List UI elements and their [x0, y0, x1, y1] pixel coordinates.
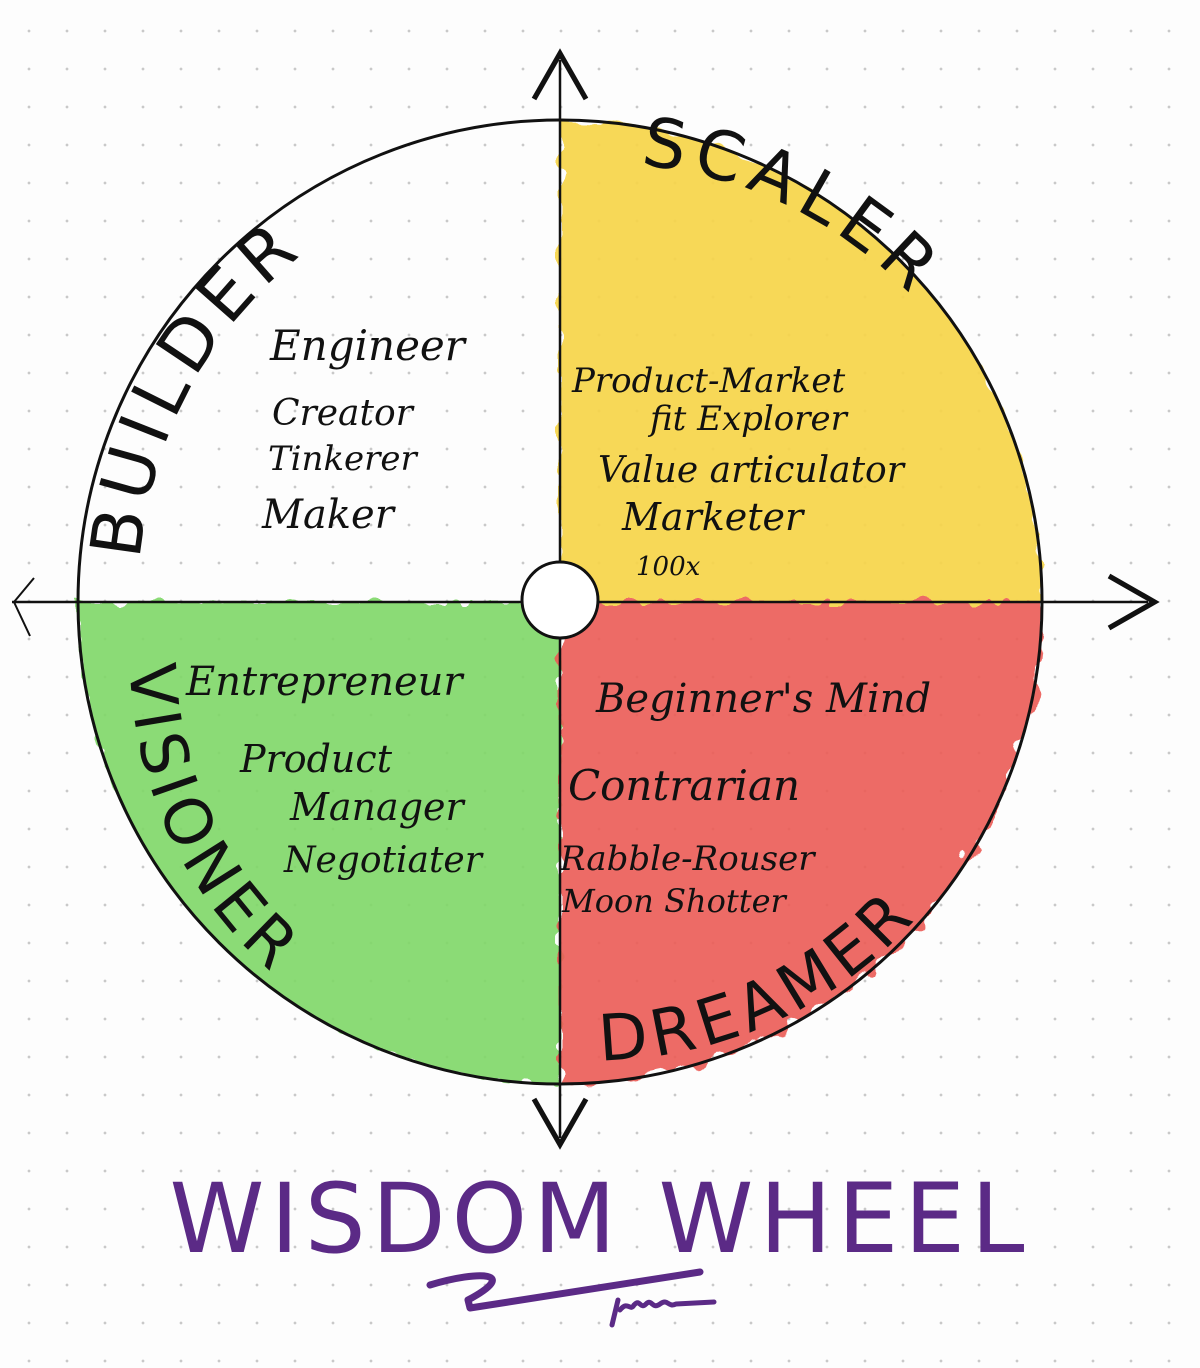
left-arrow-tip	[12, 577, 35, 637]
dreamer-quadrant	[560, 602, 1042, 1084]
role-creator: Creator	[272, 393, 415, 434]
signature-mark	[426, 1268, 717, 1328]
role-value-articulator: Value articulator	[598, 450, 906, 491]
role-marketer: Marketer	[621, 495, 806, 539]
scaler-quadrant	[560, 120, 1042, 602]
role-100x: 100x	[636, 552, 701, 582]
role-engineer: Engineer	[269, 321, 468, 370]
role-fit-explorer: fit Explorer	[647, 399, 849, 439]
role-entrepreneur: Entrepreneur	[185, 659, 465, 705]
dreamer-roles: Beginner's Mind Contrarian Rabble-Rouser…	[559, 676, 931, 920]
quadrant-fills	[78, 120, 1042, 1084]
role-product-market: Product-Market	[571, 361, 846, 401]
role-maker: Maker	[261, 492, 397, 538]
scaler-roles: Product-Market fit Explorer Value articu…	[571, 361, 906, 582]
visioner-roles: Entrepreneur Product Manager Negotiater	[185, 659, 484, 881]
role-contrarian: Contrarian	[568, 761, 800, 810]
role-moon-shotter: Moon Shotter	[561, 882, 788, 920]
role-rabble-rouser: Rabble-Rouser	[559, 839, 816, 879]
role-beginners-mind: Beginner's Mind	[595, 676, 931, 722]
role-tinkerer: Tinkerer	[268, 439, 419, 479]
visioner-quadrant	[78, 602, 560, 1084]
wheel-hub	[520, 560, 600, 640]
role-manager: Manager	[289, 785, 467, 829]
role-product: Product	[239, 737, 393, 781]
role-negotiater: Negotiater	[283, 840, 484, 881]
diagram-title: WISDOM WHEEL	[170, 1163, 1031, 1275]
builder-roles: Engineer Creator Tinkerer Maker	[261, 321, 468, 538]
